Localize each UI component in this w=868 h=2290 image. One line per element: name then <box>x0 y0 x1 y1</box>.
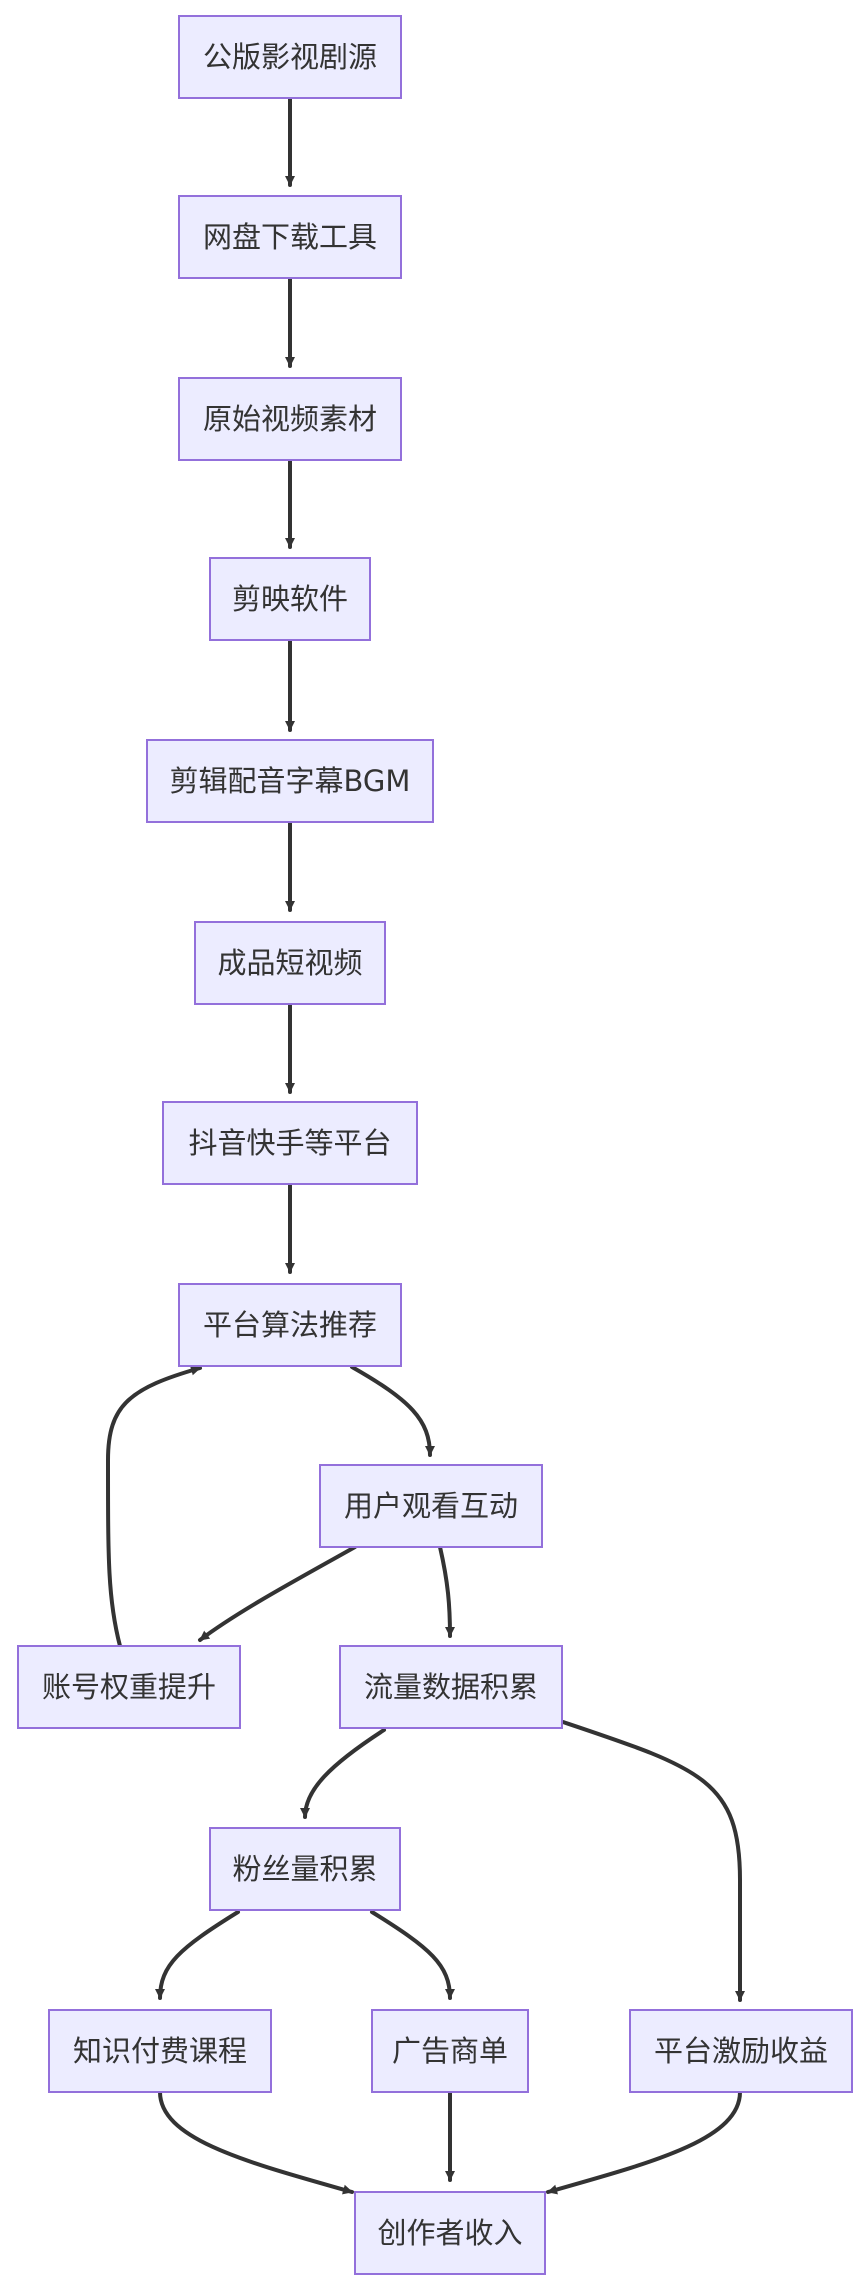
node-label: 网盘下载工具 <box>203 220 377 254</box>
node-label: 账号权重提升 <box>42 1670 216 1704</box>
edge-n13-n16 <box>158 2090 354 2195</box>
node-traffic-data: 流量数据积累 <box>339 1645 563 1729</box>
edge-n10-n8 <box>105 1365 202 1648</box>
node-label: 创作者收入 <box>377 2216 522 2250</box>
node-ad-orders: 广告商单 <box>371 2009 529 2093</box>
node-label: 剪映软件 <box>232 582 348 616</box>
node-creator-income: 创作者收入 <box>354 2191 546 2275</box>
edge-n8-n9 <box>350 1365 435 1457</box>
node-label: 知识付费课程 <box>73 2034 247 2068</box>
node-label: 流量数据积累 <box>364 1670 538 1704</box>
node-fans: 粉丝量积累 <box>209 1827 401 1911</box>
node-label: 平台激励收益 <box>654 2034 828 2068</box>
node-finished-video: 成品短视频 <box>194 921 386 1005</box>
node-editing: 剪辑配音字幕BGM <box>146 739 434 823</box>
node-platforms: 抖音快手等平台 <box>162 1101 418 1185</box>
edge-n9-n10 <box>198 1545 357 1642</box>
edge-n11-n15 <box>561 1720 745 2002</box>
node-label: 粉丝量积累 <box>232 1852 377 1886</box>
node-label: 剪辑配音字幕BGM <box>170 764 411 798</box>
node-label: 抖音快手等平台 <box>188 1126 391 1160</box>
node-netdisk-tool: 网盘下载工具 <box>178 195 402 279</box>
node-label: 公版影视剧源 <box>203 40 377 74</box>
node-label: 原始视频素材 <box>203 402 377 436</box>
node-gongban-source: 公版影视剧源 <box>178 15 402 99</box>
node-label: 广告商单 <box>392 2034 508 2068</box>
node-platform-incentive: 平台激励收益 <box>629 2009 853 2093</box>
node-user-interaction: 用户观看互动 <box>319 1464 543 1548</box>
node-algorithm: 平台算法推荐 <box>178 1283 402 1367</box>
edge-n9-n11 <box>438 1545 455 1638</box>
node-label: 平台算法推荐 <box>203 1308 377 1342</box>
node-raw-material: 原始视频素材 <box>178 377 402 461</box>
node-jianying: 剪映软件 <box>209 557 371 641</box>
node-label: 成品短视频 <box>217 946 362 980</box>
edge-n15-n16 <box>546 2090 742 2195</box>
node-knowledge-course: 知识付费课程 <box>48 2009 272 2093</box>
edges <box>105 96 745 2195</box>
edge-n12-n13 <box>155 1910 240 2000</box>
node-label: 用户观看互动 <box>344 1489 518 1523</box>
edge-n12-n14 <box>370 1910 455 2000</box>
edge-n11-n12 <box>300 1728 386 1819</box>
node-account-weight: 账号权重提升 <box>17 1645 241 1729</box>
